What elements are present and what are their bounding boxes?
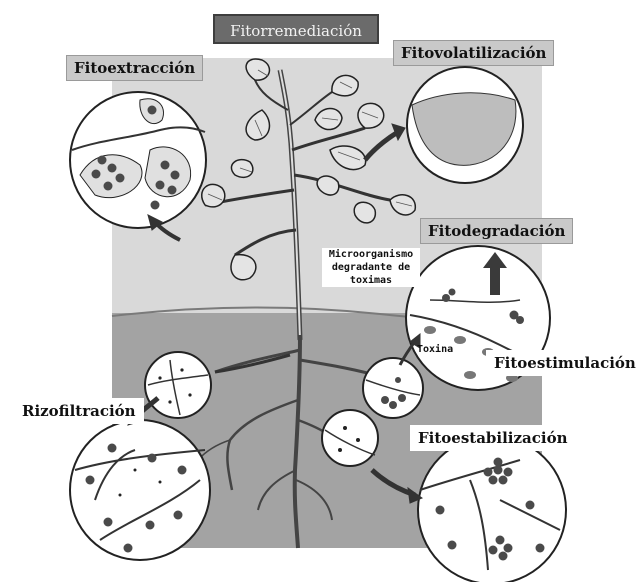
microorganism-line-3: toximas bbox=[322, 274, 420, 287]
circle-rizofiltracion-large bbox=[70, 420, 210, 560]
circle-fitoextraccion bbox=[70, 92, 206, 228]
label-fitoestimulacion: Fitoestimulación bbox=[486, 350, 644, 376]
label-fitovolatilizacion: Fitovolatilización bbox=[393, 40, 554, 66]
toxin-label: Toxina bbox=[417, 343, 453, 356]
label-fitoestabilizacion: Fitoestabilización bbox=[410, 425, 575, 451]
microorganism-note: Microorganismo degradante de toximas bbox=[322, 248, 420, 287]
label-fitodegradacion: Fitodegradación bbox=[420, 218, 573, 244]
circle-fitovolatilizacion bbox=[407, 67, 523, 183]
microorganism-line-2: degradante de bbox=[322, 261, 420, 274]
label-fitoextraccion: Fitoextracción bbox=[66, 55, 203, 81]
circle-fitoestabilizacion bbox=[418, 436, 566, 582]
circle-rizofiltracion bbox=[145, 352, 211, 418]
circle-fitoestimulacion bbox=[363, 358, 423, 418]
microorganism-line-1: Microorganismo bbox=[322, 248, 420, 261]
circle-fitoestabilizacion-small bbox=[322, 410, 378, 466]
diagram-title: Fitorremediación bbox=[213, 14, 379, 44]
label-rizofiltracion: Rizofiltración bbox=[14, 398, 144, 424]
